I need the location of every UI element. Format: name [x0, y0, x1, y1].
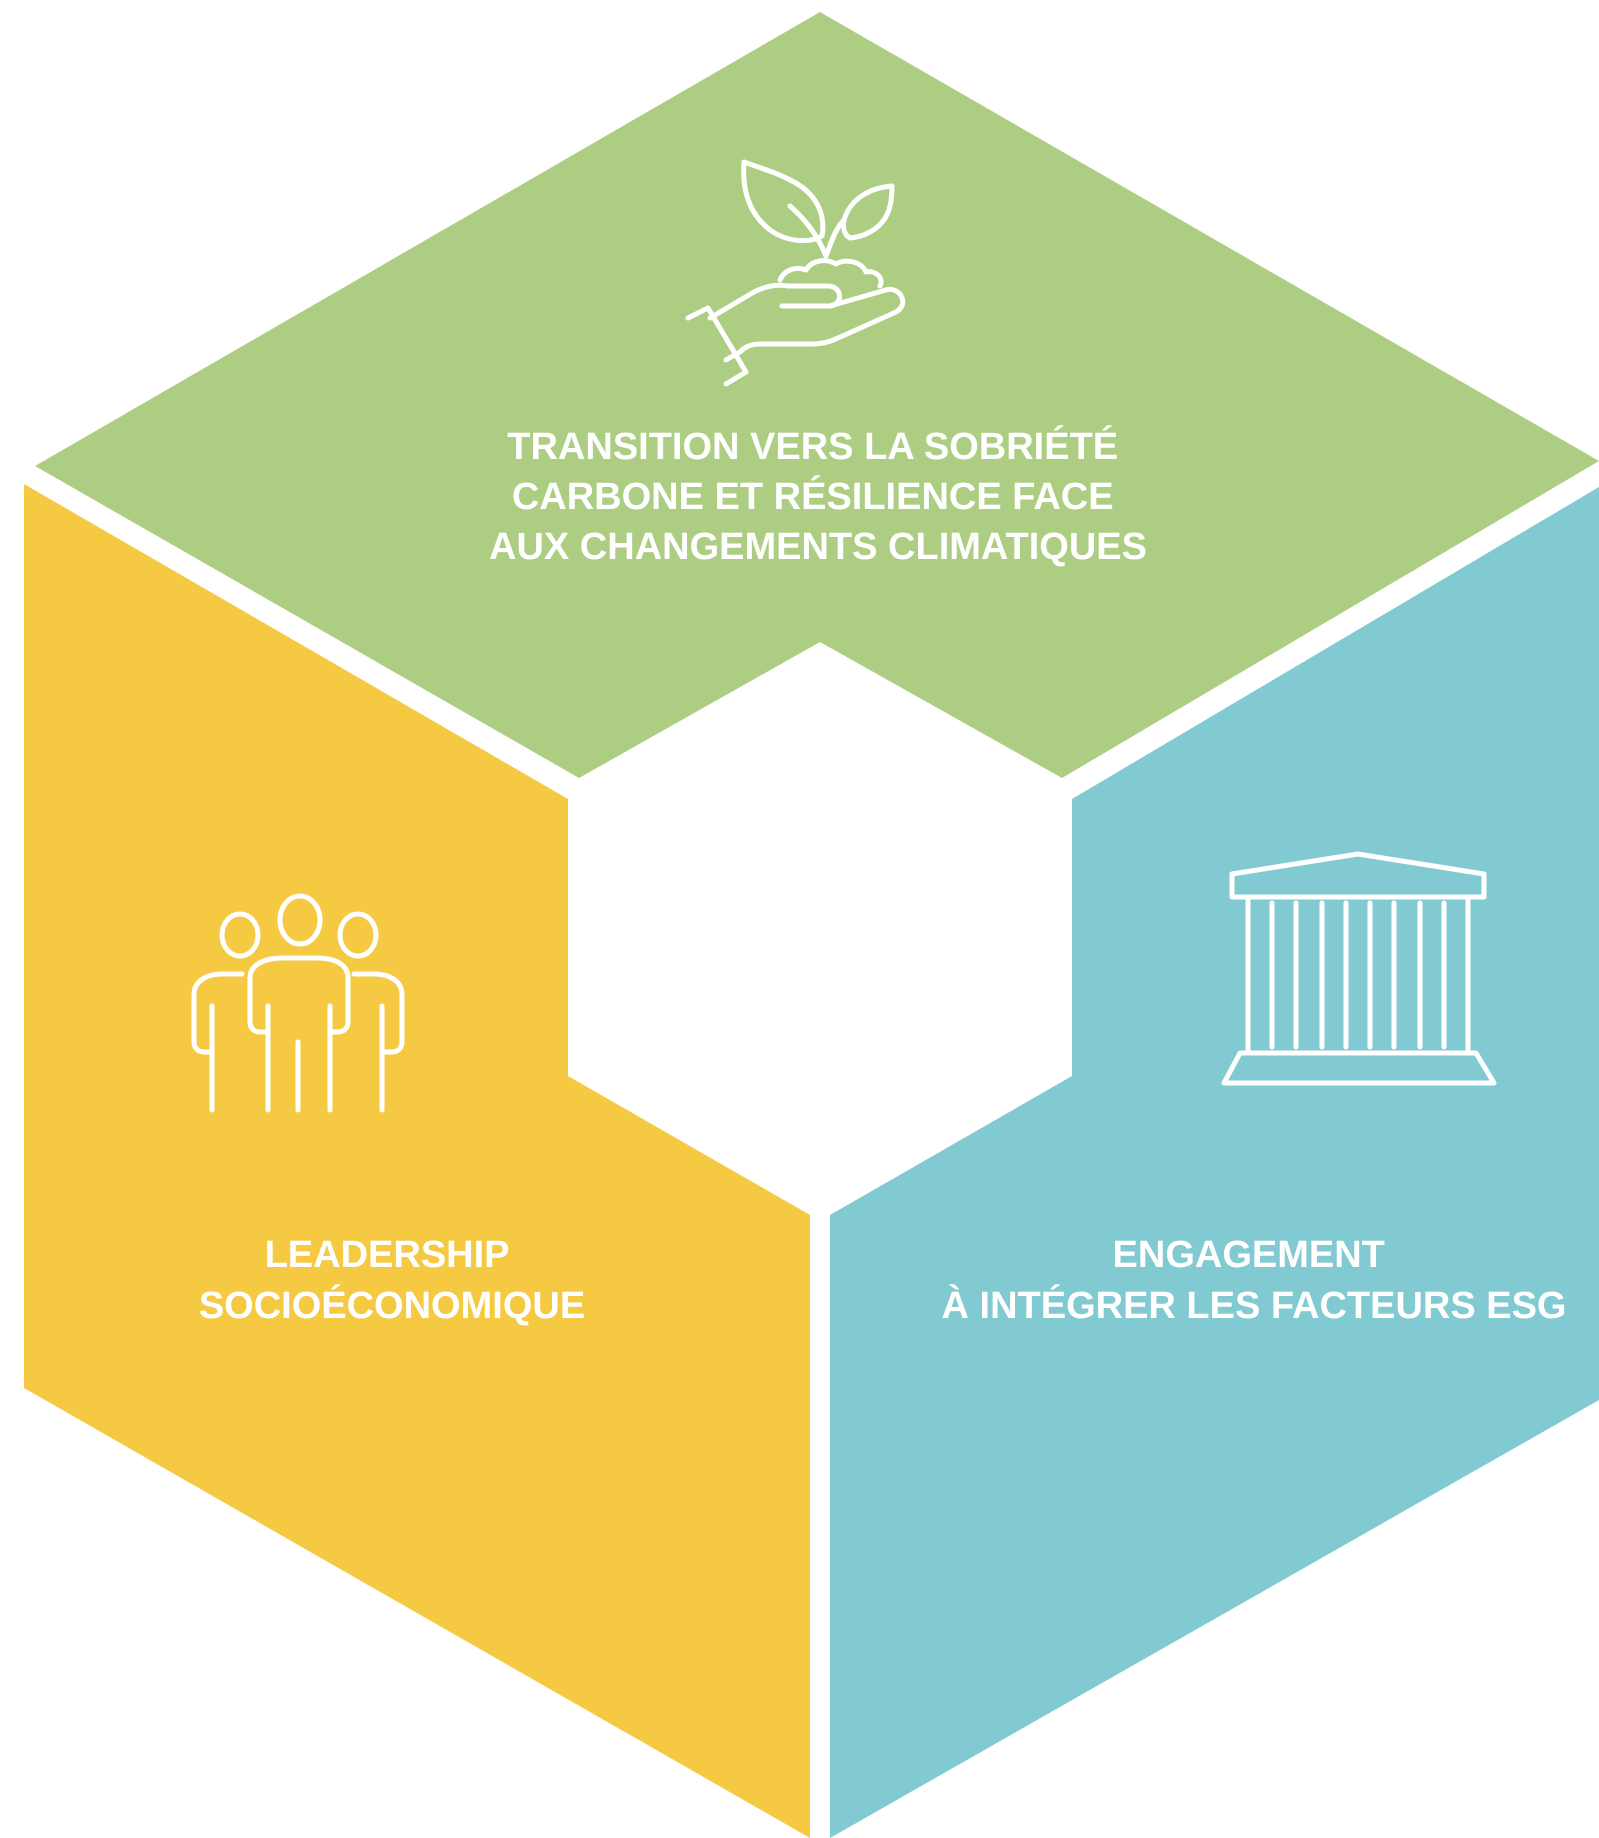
hand-holding-plant-icon — [685, 159, 906, 387]
segment-top-line: TRANSITION VERS LA SOBRIÉTÉ — [507, 424, 1118, 468]
bank-building-icon — [1221, 851, 1497, 1086]
segment-right — [830, 487, 1599, 1838]
segment-top-line: CARBONE ET RÉSILIENCE FACE — [512, 474, 1114, 518]
segment-left-line: LEADERSHIP — [265, 1234, 510, 1276]
people-group-icon — [191, 893, 405, 1113]
segment-left-label: LEADERSHIP SOCIOÉCONOMIQUE — [199, 1234, 585, 1327]
segment-top-label: TRANSITION VERS LA SOBRIÉTÉ CARBONE ET R… — [489, 424, 1147, 568]
segment-top — [35, 12, 1599, 778]
segment-right-line: ENGAGEMENT — [1113, 1234, 1385, 1276]
segment-right-label: ENGAGEMENT À INTÉGRER LES FACTEURS ESG — [942, 1234, 1567, 1327]
segment-left-line: SOCIOÉCONOMIQUE — [199, 1283, 585, 1327]
segment-top-line: AUX CHANGEMENTS CLIMATIQUES — [489, 526, 1147, 568]
segment-left — [24, 484, 810, 1838]
segment-right-line: À INTÉGRER LES FACTEURS ESG — [942, 1283, 1567, 1327]
